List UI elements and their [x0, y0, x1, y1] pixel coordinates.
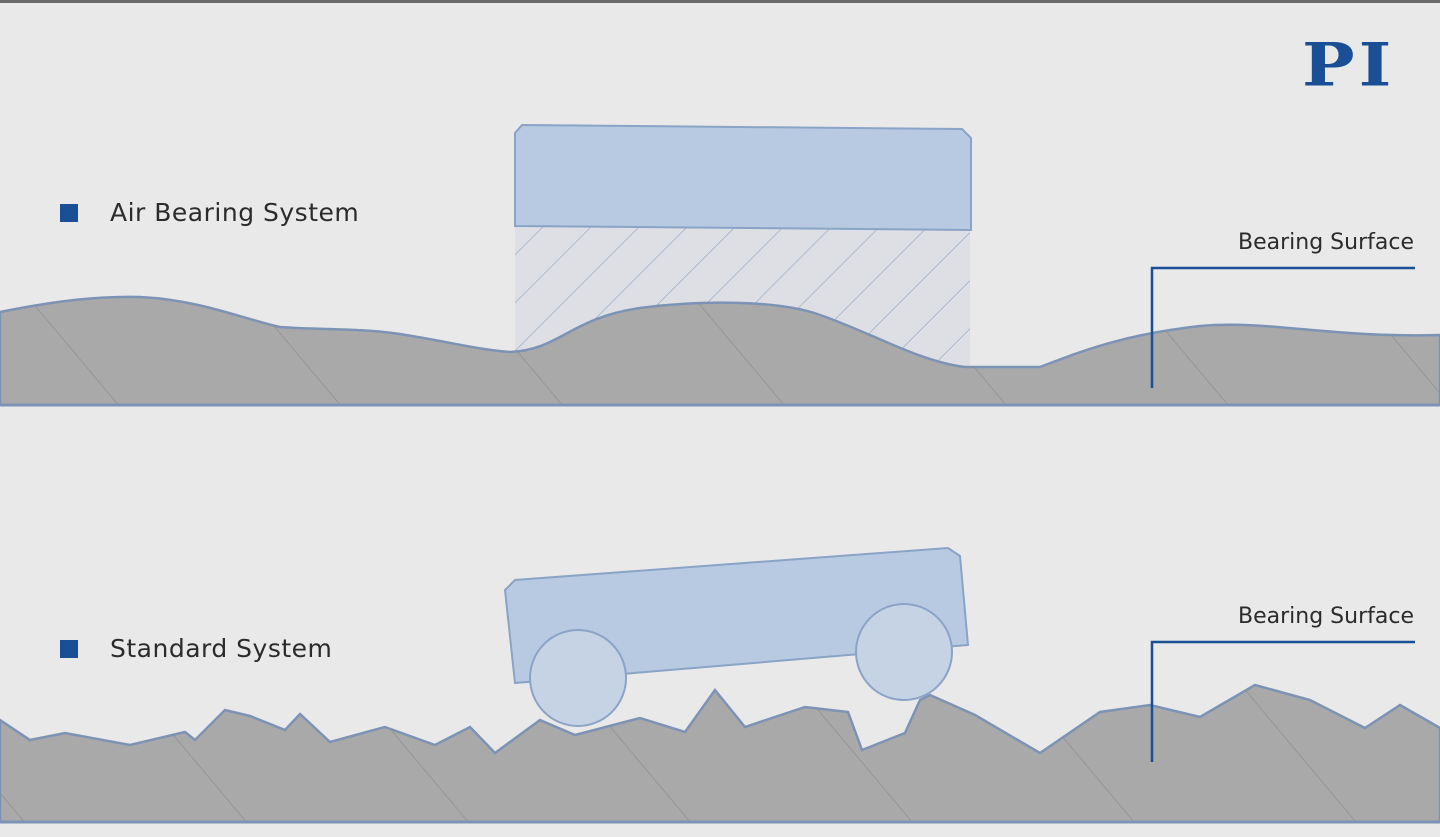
- air-bearing-label: Air Bearing System: [110, 198, 360, 227]
- pi-logo: PI: [1302, 29, 1396, 100]
- legend-square-standard: [60, 640, 78, 658]
- top-border: [0, 0, 1440, 3]
- bearing-surface-label-top: Bearing Surface: [1238, 230, 1414, 255]
- wheel-right: [855, 603, 953, 701]
- rough-ground: [0, 683, 1440, 824]
- legend-square-air: [60, 204, 78, 222]
- wheel-left: [529, 629, 627, 727]
- air-bearing-block: [514, 123, 972, 232]
- smooth-ground: [0, 295, 1440, 407]
- bearing-surface-leader-top: [1150, 266, 1415, 388]
- bearing-surface-leader-bottom: [1150, 640, 1415, 762]
- standard-system-label: Standard System: [110, 634, 333, 663]
- standard-carriage: [503, 546, 970, 685]
- bearing-surface-label-bottom: Bearing Surface: [1238, 604, 1414, 629]
